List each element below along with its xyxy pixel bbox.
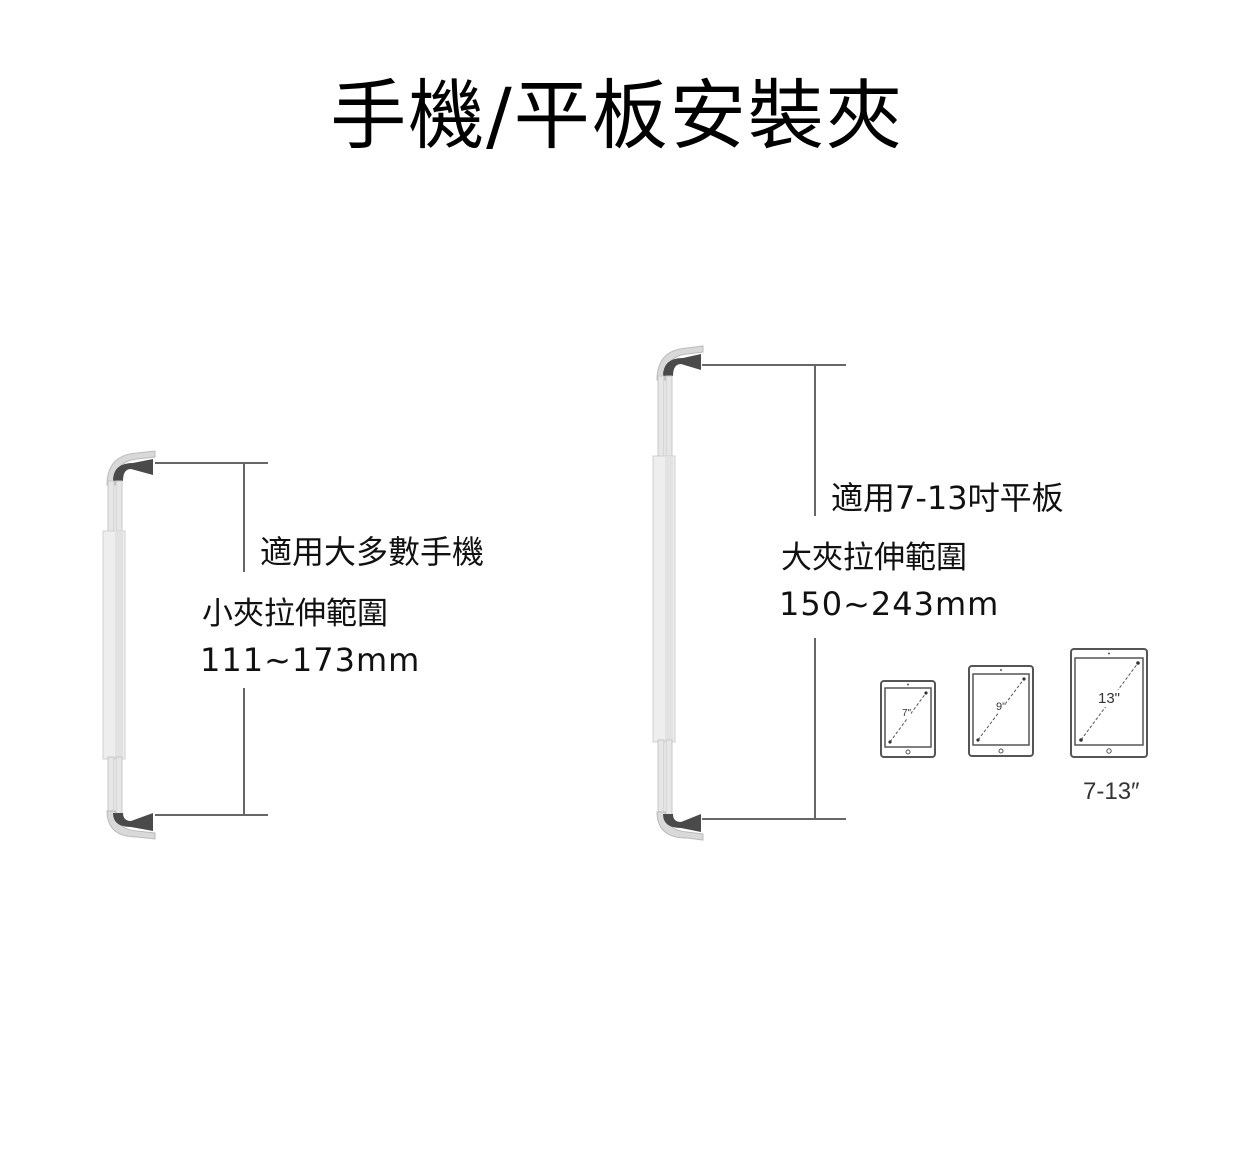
- small-clamp-range-label: 小夾拉伸範圍: [202, 596, 388, 632]
- tablet-7-icon: 7": [880, 680, 936, 758]
- large-clamp-range-label: 大夾拉伸範圍: [781, 540, 967, 576]
- large-clamp-applicable-label: 適用7-13吋平板: [831, 479, 1064, 517]
- tablet-13-icon: 13": [1070, 648, 1148, 758]
- small-clamp-dimension-top: [243, 462, 245, 572]
- small-clamp-bottom-line: [155, 814, 268, 816]
- small-clamp-illustration: [102, 450, 156, 840]
- large-clamp-dimension-top: [814, 364, 816, 516]
- tablet-9-size-label: 9": [996, 701, 1007, 713]
- large-clamp-illustration: [652, 345, 704, 841]
- small-clamp-top-line: [155, 462, 268, 464]
- small-clamp-dimension-bottom: [243, 688, 245, 816]
- large-clamp-range-value: 150~243mm: [779, 585, 1000, 623]
- tablet-9-icon: 9": [968, 665, 1034, 757]
- tablet-range-caption: 7-13″: [1083, 778, 1140, 805]
- small-clamp-applicable-label: 適用大多數手機: [260, 533, 485, 571]
- tablet-7-size-label: 7": [902, 708, 912, 719]
- small-clamp-range-value: 111~173mm: [200, 641, 421, 679]
- tablet-13-size-label: 13": [1098, 690, 1121, 707]
- large-clamp-bottom-line: [702, 818, 846, 820]
- large-clamp-dimension-bottom: [814, 638, 816, 820]
- page-title: 手機/平板安裝夾: [330, 71, 904, 160]
- large-clamp-top-line: [702, 364, 846, 366]
